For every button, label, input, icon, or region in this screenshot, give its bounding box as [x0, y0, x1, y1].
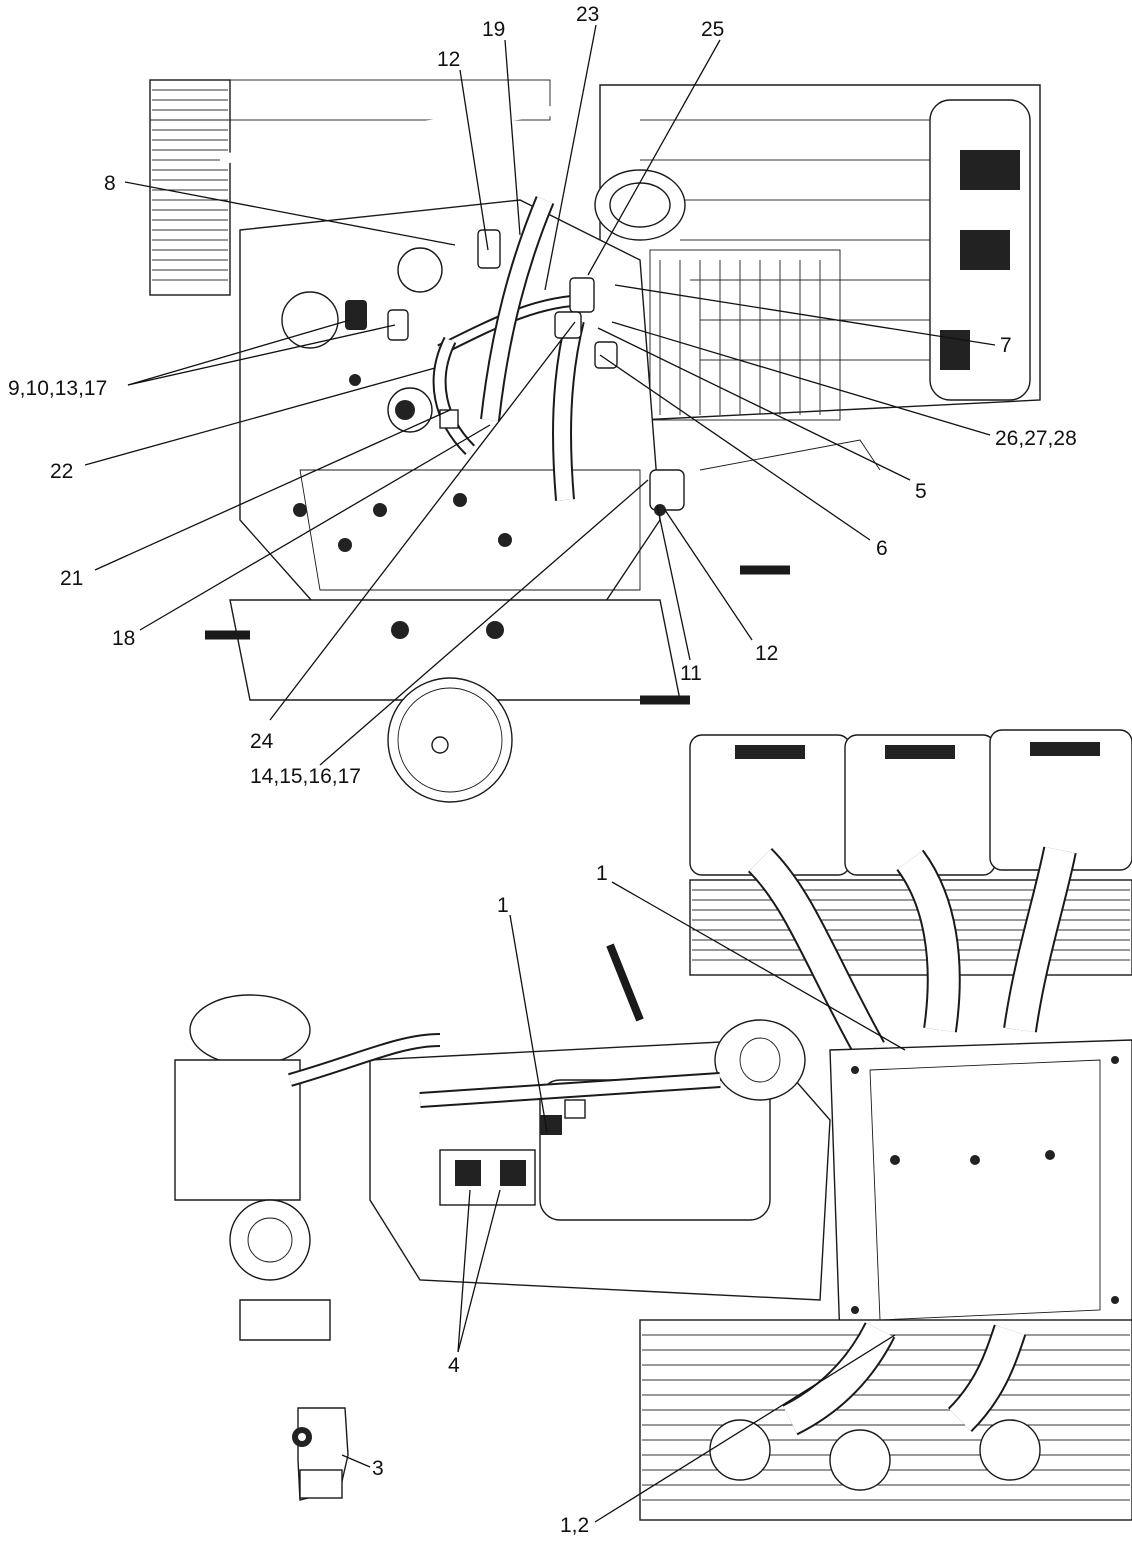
callout-7: 7 — [1000, 334, 1012, 357]
callout-22: 22 — [50, 460, 73, 483]
crankcase-side — [829, 1039, 1132, 1341]
callout-1-upper: 1 — [596, 862, 608, 885]
callout-25: 25 — [701, 18, 724, 41]
upper-engine-view: 8 12 19 23 25 7 26,27,28 5 6 9,10,13,17 … — [8, 3, 1077, 803]
callout-21: 21 — [60, 567, 83, 590]
callout-4: 4 — [448, 1354, 460, 1377]
upper-callouts: 8 12 19 23 25 7 26,27,28 5 6 9,10,13,17 … — [8, 3, 1077, 788]
callout-19: 19 — [482, 18, 505, 41]
callout-5: 5 — [915, 480, 927, 503]
callout-11: 11 — [680, 662, 702, 685]
callout-1-left: 1 — [497, 894, 509, 917]
callout-24: 24 — [250, 730, 274, 753]
callout-1-2: 1,2 — [560, 1514, 589, 1537]
callout-9-10-13-17: 9,10,13,17 — [8, 377, 107, 400]
lower-callouts: 1 1 4 3 1,2 — [372, 862, 608, 1537]
callout-12: 12 — [437, 48, 460, 71]
callout-6: 6 — [876, 537, 888, 560]
callout-23: 23 — [576, 3, 599, 26]
callout-8: 8 — [104, 172, 116, 195]
accessory-housing — [174, 943, 831, 1341]
lower-cylinder-banks — [639, 1319, 1132, 1521]
callout-26-27-28: 26,27,28 — [995, 427, 1077, 450]
callout-18: 18 — [112, 627, 135, 650]
callout-12-lower: 12 — [755, 642, 778, 665]
upper-leader-lines — [84, 24, 996, 766]
hoses — [218, 105, 881, 501]
upper-exhaust-pipes — [747, 846, 1077, 1059]
callout-14-15-16-17: 14,15,16,17 — [250, 765, 361, 788]
left-cylinder-fins — [149, 79, 551, 296]
right-cylinder-fins — [599, 84, 1041, 421]
sensor-part — [292, 1407, 349, 1501]
callout-3: 3 — [372, 1457, 384, 1480]
lower-leader-lines — [341, 881, 906, 1523]
lower-engine-view: 1 1 4 3 1,2 — [174, 729, 1132, 1537]
